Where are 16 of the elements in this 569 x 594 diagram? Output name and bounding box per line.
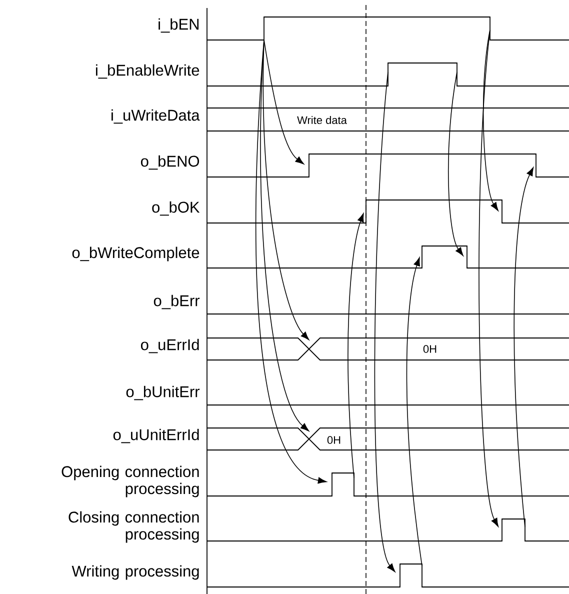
signal-name: o_bUnitErr	[126, 386, 200, 400]
value-text: 0H	[327, 436, 340, 444]
signal-name: i_uWriteData	[112, 109, 200, 124]
signal-name: o_uUnitErrId	[113, 428, 199, 444]
signal-name: Opening connection processing	[62, 466, 199, 498]
value-text: 0H	[423, 345, 436, 353]
signal-name: Closing connection processing	[68, 511, 199, 543]
value-text: Write data	[297, 116, 347, 124]
signal-name: Writing processing	[72, 565, 199, 580]
signal-name: o_bErr	[154, 294, 200, 310]
signal-name: o_uErrId	[141, 338, 199, 354]
signal-name: o_bOK	[152, 201, 200, 216]
signal-name: i_bEnableWrite	[96, 64, 200, 79]
signal-name: o_bWriteComplete	[72, 246, 200, 262]
signal-name: o_bENO	[141, 155, 200, 170]
signal-name: i_bEN	[158, 18, 199, 33]
